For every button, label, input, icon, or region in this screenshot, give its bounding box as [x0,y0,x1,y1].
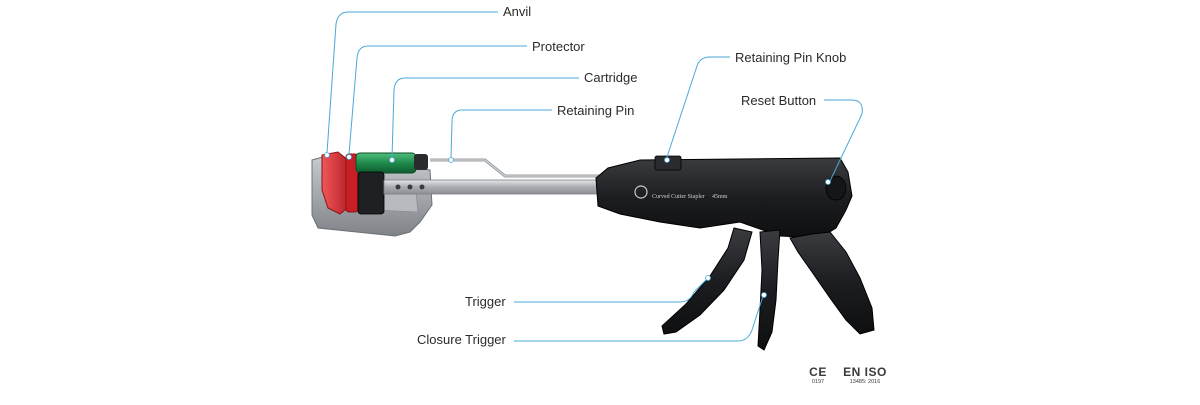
leader-dot-trigger [705,275,711,281]
leader-line-retaining-pin [450,109,552,159]
leader-line-cartridge [391,77,579,159]
leader-line-trigger [514,277,709,303]
en-iso-text: EN ISO [843,365,887,379]
shaft [383,179,605,195]
retaining-pin [430,158,600,178]
closure-trigger [757,229,781,351]
leader-line-anvil [326,11,498,154]
leader-line-protector [348,45,527,155]
label-trigger: Trigger [465,294,506,309]
label-retaining-pin: Retaining Pin [557,103,635,118]
grip [789,231,875,335]
leader-line-closure-trigger [514,295,764,342]
iso-number: 13485: 2016 [849,379,881,385]
handle-brand-text: Curved Cutter Stapler [652,194,705,200]
ce-mark: CE 0197 [806,366,830,386]
ce-mark-text: CE [809,365,827,379]
label-cartridge: Cartridge [584,70,638,85]
leader-dot-retaining-pin [448,157,454,163]
handle-body [595,155,853,239]
handle-size-text: 45mm [712,194,728,200]
leader-line-retaining-pin-knob [666,56,730,158]
trigger [661,227,753,335]
leader-dot-anvil [324,152,330,158]
label-retaining-pin-knob: Retaining Pin Knob [735,50,847,65]
leader-dot-reset-button [825,179,831,185]
leader-dot-retaining-pin-knob [664,157,670,163]
ce-number: 0197 [811,379,825,385]
leader-dot-closure-trigger [761,292,767,298]
cartridge [355,152,428,215]
leader-line-reset-button [824,99,863,182]
leader-dot-cartridge [389,157,395,163]
label-anvil: Anvil [503,4,532,19]
label-protector: Protector [532,39,585,54]
en-iso-mark: EN ISO 13485: 2016 [843,366,887,386]
label-closure-trigger: Closure Trigger [417,332,506,347]
leader-dot-protector [346,154,352,160]
label-reset-button: Reset Button [741,93,817,108]
